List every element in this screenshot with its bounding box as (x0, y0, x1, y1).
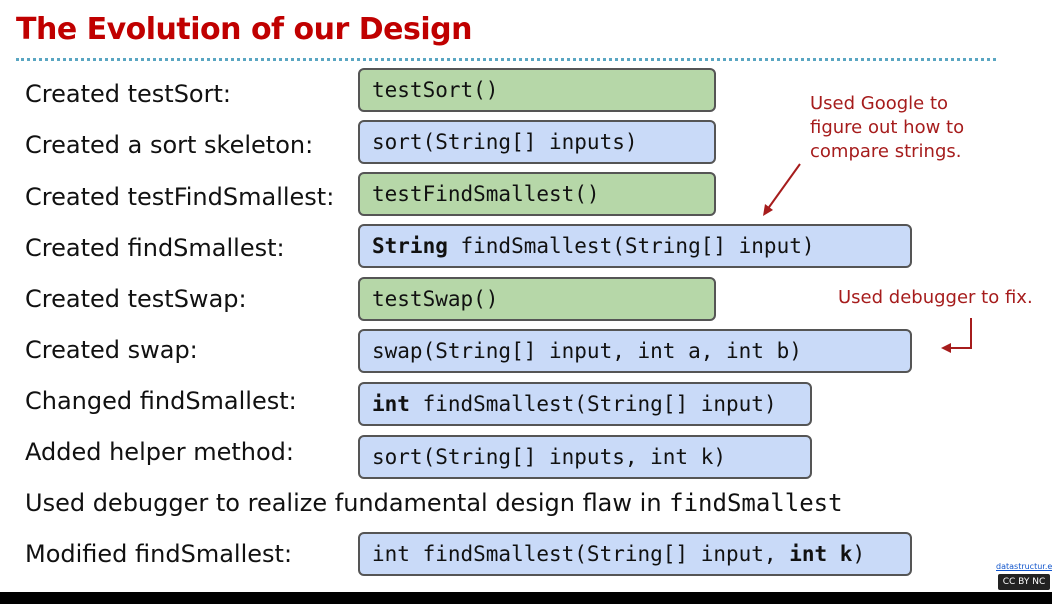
code-box-changed-findsmallest: int findSmallest(String[] input) (358, 382, 812, 426)
credit-link[interactable]: datastructur.es (996, 562, 1052, 571)
code-text: findSmallest(String[] input) (409, 392, 777, 416)
code-keyword: String (372, 234, 448, 258)
footer-bar (0, 592, 1052, 604)
row-label-5: Created testSwap: (25, 285, 247, 313)
code-box-helper-sort: sort(String[] inputs, int k) (358, 435, 812, 479)
code-box-swap: swap(String[] input, int a, int b) (358, 329, 912, 373)
code-text: testSort() (372, 78, 499, 102)
code-keyword: int (372, 392, 410, 416)
code-text: findSmallest(String[] input) (447, 234, 815, 258)
row-label-2: Created a sort skeleton: (25, 131, 314, 159)
row-label-6: Created swap: (25, 336, 198, 364)
code-box-modified-findsmallest: int findSmallest(String[] input, int k) (358, 532, 912, 576)
flaw-statement: Used debugger to realize fundamental des… (25, 489, 843, 517)
flaw-text: Used debugger to realize fundamental des… (25, 489, 670, 517)
row-label-1: Created testSort: (25, 80, 231, 108)
row-label-7: Changed findSmallest: (25, 387, 297, 415)
google-note-line: compare strings. (810, 141, 962, 162)
code-keyword: int k (789, 542, 853, 566)
code-text: ) (852, 542, 866, 566)
row-label-9: Modified findSmallest: (25, 540, 293, 568)
row-label-8: Added helper method: (25, 438, 295, 466)
google-note: Used Google to figure out how to compare… (810, 92, 964, 164)
flaw-code: findSmallest (669, 489, 843, 517)
slide-title: The Evolution of our Design (16, 12, 472, 47)
title-divider (16, 58, 996, 61)
code-text: testFindSmallest() (372, 182, 600, 206)
code-box-testsort: testSort() (358, 68, 716, 112)
debugger-note: Used debugger to fix. (838, 287, 1033, 308)
row-label-3: Created testFindSmallest: (25, 183, 335, 211)
license-badge: CC BY NC SA (998, 574, 1050, 603)
google-note-line: figure out how to (810, 117, 965, 138)
code-text: sort(String[] inputs) (372, 130, 638, 154)
debugger-arrow-icon (941, 318, 972, 353)
row-label-4: Created findSmallest: (25, 234, 285, 262)
code-text: testSwap() (372, 287, 499, 311)
code-box-testfindsmallest: testFindSmallest() (358, 172, 716, 216)
google-arrow-icon (763, 163, 801, 216)
code-box-findsmallest: String findSmallest(String[] input) (358, 224, 912, 268)
code-text: swap(String[] input, int a, int b) (372, 339, 802, 363)
google-note-line: Used Google to (810, 93, 949, 114)
code-box-sort-skeleton: sort(String[] inputs) (358, 120, 716, 164)
code-text: int findSmallest(String[] input, (372, 542, 790, 566)
code-text: sort(String[] inputs, int k) (372, 445, 727, 469)
code-box-testswap: testSwap() (358, 277, 716, 321)
